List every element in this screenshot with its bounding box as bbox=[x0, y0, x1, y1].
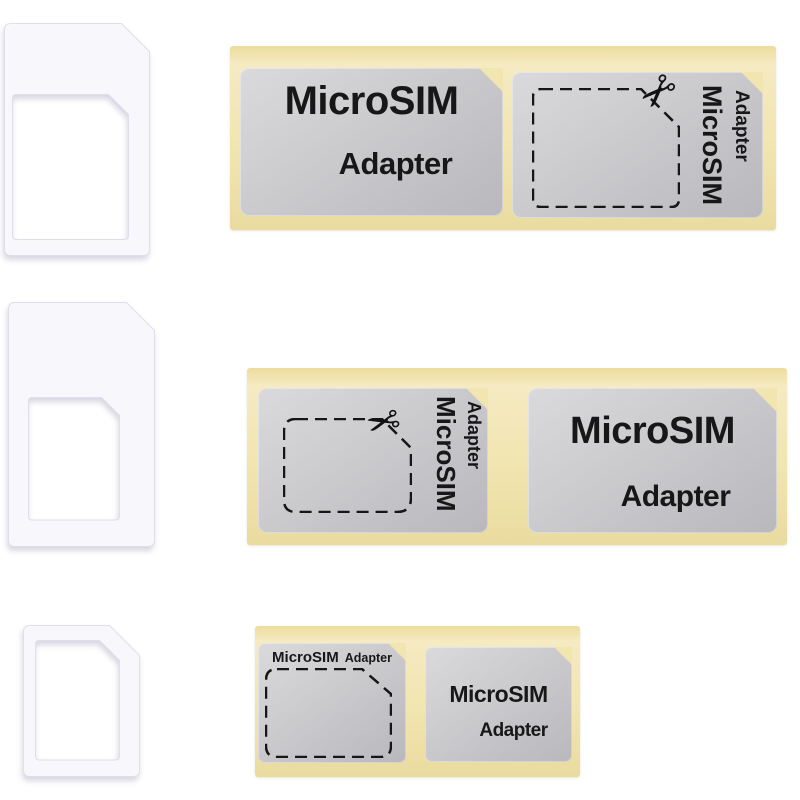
sim-cut-outline bbox=[265, 668, 392, 758]
microsim-text: MicroSIM bbox=[697, 85, 728, 206]
sticker-sheet-bottom: MicroSIM Adapter MicroSIM Adapter bbox=[255, 626, 580, 777]
sim-cut-outline bbox=[283, 418, 412, 513]
sticker-sheet-middle: ✂ MicroSIM Adapter MicroSIM Adapter bbox=[247, 368, 787, 545]
microsim-text: MicroSIM bbox=[449, 681, 548, 707]
cut-guide-sticker: ✂ MicroSIM Adapter bbox=[258, 388, 488, 533]
microsim-text: MicroSIM bbox=[431, 396, 462, 512]
adapter-text: Adapter bbox=[731, 90, 752, 162]
vertical-label: MicroSIM Adapter bbox=[431, 396, 484, 518]
mini-cut-guide-sticker: MicroSIM Adapter bbox=[258, 643, 406, 763]
micro-sim-adapter bbox=[8, 302, 155, 547]
adapter-text: Adapter bbox=[479, 720, 548, 742]
microsim-text: MicroSIM bbox=[272, 649, 339, 666]
adapter-text: Adapter bbox=[620, 479, 731, 513]
sticker-corner-notch bbox=[753, 388, 777, 412]
sticker-corner-notch bbox=[554, 647, 572, 665]
mini-label: MicroSIM Adapter bbox=[258, 649, 406, 667]
nano-sim-adapter bbox=[23, 625, 140, 777]
microsim-text: MicroSIM bbox=[570, 410, 735, 452]
adapter-text: Adapter bbox=[344, 651, 392, 665]
adapter-text: Adapter bbox=[464, 401, 484, 470]
sim-cut-outline bbox=[532, 88, 680, 208]
mini-microsim-label-sticker: MicroSIM Adapter bbox=[425, 647, 572, 762]
adapter-text: Adapter bbox=[338, 146, 453, 181]
microsim-text: MicroSIM bbox=[284, 79, 459, 123]
cut-guide-sticker: ✂ MicroSIM Adapter bbox=[512, 59, 763, 218]
microsim-label-sticker: MicroSIM Adapter bbox=[240, 68, 503, 216]
vertical-label: MicroSIM Adapter bbox=[697, 85, 752, 211]
sticker-sheet-top: MicroSIM Adapter ✂ MicroSIM Adapter bbox=[230, 46, 776, 230]
standard-sim-adapter bbox=[4, 23, 150, 256]
microsim-label-sticker: MicroSIM Adapter bbox=[528, 388, 777, 533]
